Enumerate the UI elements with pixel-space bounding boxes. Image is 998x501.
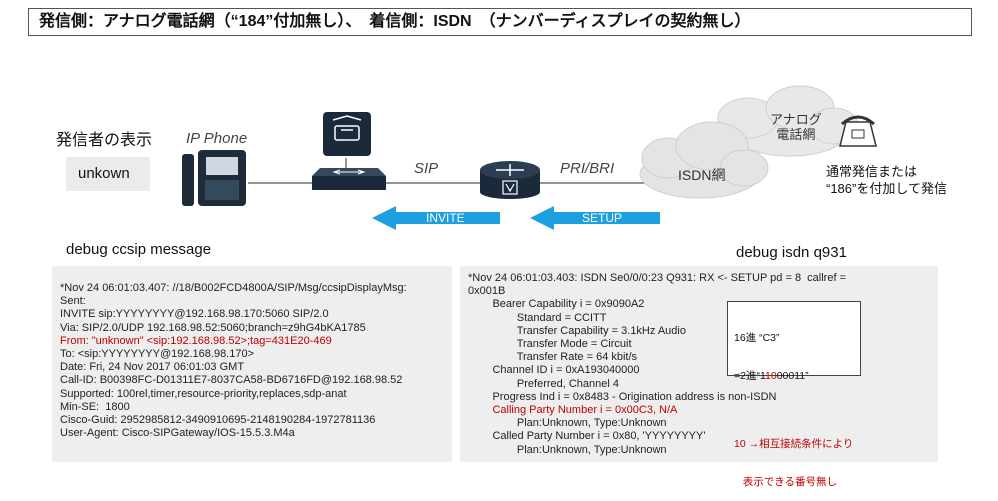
q931-log-line: Plan:Unknown, Type:Unknown xyxy=(468,417,667,430)
analog-cloud-label: アナログ 電話網 xyxy=(770,112,822,142)
invite-arrow-label: INVITE xyxy=(426,211,465,225)
page-title: 発信側：アナログ電話網（“184”付加無し）、 着信側：ISDN （ナンバーディ… xyxy=(28,8,972,36)
ccsip-log-line: Via: SIP/2.0/UDP 192.168.98.52:5060;bran… xyxy=(60,321,366,334)
pri-bri-label: PRI/BRI xyxy=(560,160,615,177)
call-manager-icon xyxy=(323,112,371,156)
q931-log-line: 0x001B xyxy=(468,285,506,298)
network-diagram xyxy=(182,85,877,395)
ccsip-log-line: Supported: 100rel,timer,resource-priorit… xyxy=(60,387,347,400)
caller-display-value: unkown xyxy=(66,157,150,191)
q931-log-line: Standard = CCITT xyxy=(468,311,607,324)
annotation-line-2: =2進“11000011” xyxy=(734,369,809,382)
isdn-cloud-icon xyxy=(639,121,769,199)
q931-log-line: Channel ID i = 0xA193040000 xyxy=(468,364,640,377)
router-icon xyxy=(480,161,540,199)
annotation-line-1: 16進 “C3” xyxy=(734,332,780,344)
invite-arrow xyxy=(372,206,500,230)
annotation-box: 16進 “C3” =2進“11000011” 10 →相互接続条件により 表示で… xyxy=(727,301,861,488)
q931-log-line: Bearer Capability i = 0x9090A2 xyxy=(468,298,645,311)
ccsip-log-line: Min-SE: 1800 xyxy=(60,400,130,413)
ccsip-log-line: Date: Fri, 24 Nov 2017 06:01:03 GMT xyxy=(60,361,245,374)
debug-ccsip-title: debug ccsip message xyxy=(66,241,212,258)
calling-note: 通常発信または “186”を付加して発信 xyxy=(826,164,947,196)
q931-log-line: Preferred, Channel 4 xyxy=(468,377,620,390)
debug-q931-title: debug isdn q931 xyxy=(736,244,847,261)
switch-icon xyxy=(312,168,386,190)
ccsip-log-line: INVITE sip:YYYYYYYY@192.168.98.170:5060 … xyxy=(60,308,329,321)
annotation-line-4: 表示できる番号無し xyxy=(734,475,838,488)
ccsip-log-line: Cisco-Guid: 2952985812-3490910695-214819… xyxy=(60,414,376,427)
q931-log-line: Transfer Mode = Circuit xyxy=(468,338,632,351)
sip-label: SIP xyxy=(414,160,439,177)
q931-log-line: Calling Party Number i = 0x00C3, N/A xyxy=(468,404,678,417)
ccsip-log-line: From: "unknown" <sip:192.168.98.52>;tag=… xyxy=(60,334,332,347)
q931-log: *Nov 24 06:01:03.403: ISDN Se0/0/0:23 Q9… xyxy=(460,266,938,462)
ccsip-log-line: Call-ID: B00398FC-D01311E7-8037CA58-BD67… xyxy=(60,374,403,387)
caller-display-label: 発信者の表示 xyxy=(56,132,153,149)
analog-phone-icon xyxy=(839,115,877,147)
q931-log-line: *Nov 24 06:01:03.403: ISDN Se0/0/0:23 Q9… xyxy=(468,272,846,284)
q931-log-line: Called Party Number i = 0x80, 'YYYYYYYY' xyxy=(468,430,706,443)
setup-arrow xyxy=(530,206,660,230)
ccsip-log-line: *Nov 24 06:01:03.407: //18/B002FCD4800A/… xyxy=(60,282,407,294)
q931-log-line: Transfer Rate = 64 kbit/s xyxy=(468,351,638,364)
ip-phone-label: IP Phone xyxy=(186,130,248,147)
ccsip-log-line: Sent: xyxy=(60,295,86,308)
ccsip-log-line: To: <sip:YYYYYYYY@192.168.98.170> xyxy=(60,348,255,361)
isdn-cloud-label: ISDN網 xyxy=(678,167,726,183)
setup-arrow-label: SETUP xyxy=(582,211,623,225)
annotation-line-3: 10 →相互接続条件により xyxy=(734,438,854,450)
q931-log-line: Plan:Unknown, Type:Unknown xyxy=(468,443,667,456)
ccsip-log-line: User-Agent: Cisco-SIPGateway/IOS-15.5.3.… xyxy=(60,427,295,440)
q931-log-line: Progress Ind i = 0x8483 - Origination ad… xyxy=(468,390,777,403)
q931-log-line: Transfer Capability = 3.1kHz Audio xyxy=(468,324,686,337)
ip-phone-icon xyxy=(182,150,246,206)
ccsip-log: *Nov 24 06:01:03.407: //18/B002FCD4800A/… xyxy=(52,266,452,462)
